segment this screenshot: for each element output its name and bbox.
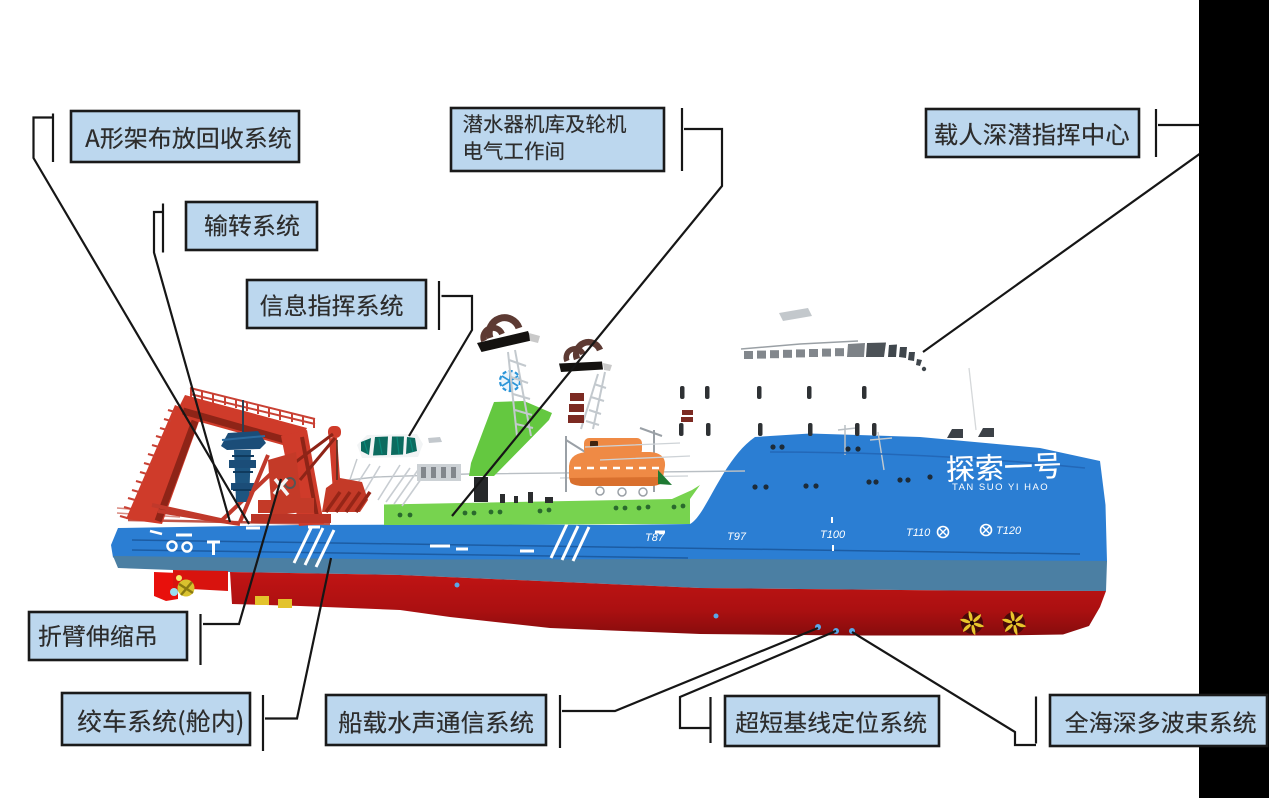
svg-text:T100: T100 <box>820 529 846 541</box>
svg-text:T87: T87 <box>645 532 665 544</box>
svg-text:T97: T97 <box>727 531 747 543</box>
svg-text:T110: T110 <box>906 527 931 539</box>
svg-text:TAN SUO YI HAO: TAN SUO YI HAO <box>952 482 1049 493</box>
svg-text:T120: T120 <box>996 525 1022 537</box>
